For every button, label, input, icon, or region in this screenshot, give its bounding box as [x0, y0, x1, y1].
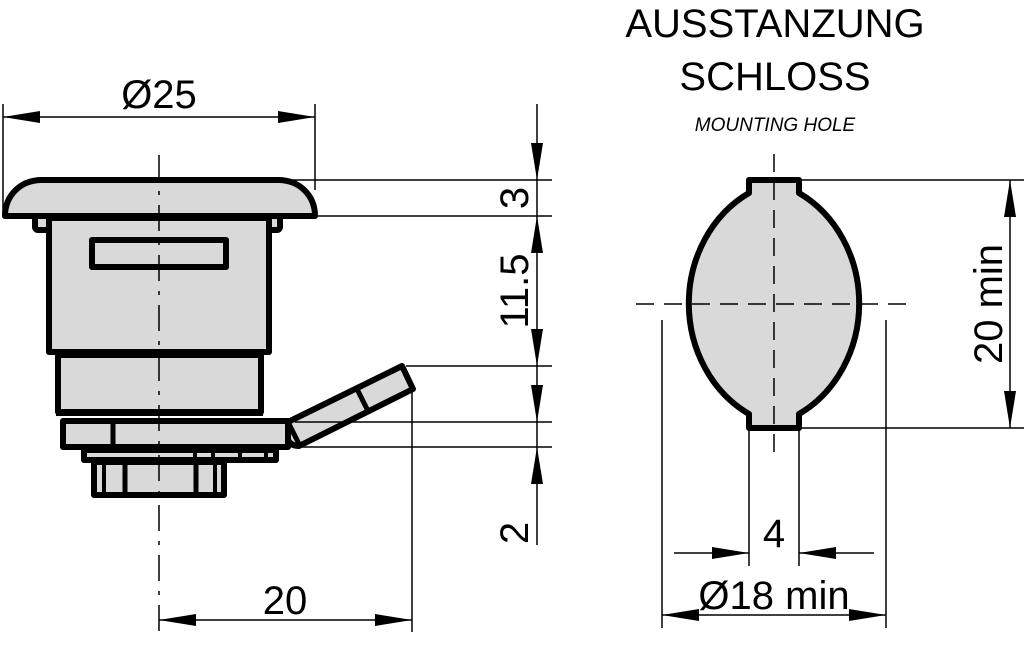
body-height-label: 11.5: [493, 254, 537, 329]
hole-height-label: 20 min: [967, 244, 1011, 364]
lock-cylinder: [55, 352, 264, 415]
dim-hole-height: 20 min: [800, 179, 1024, 429]
head-height-label: 3: [493, 187, 537, 209]
title-line1: AUSSTANZUNG: [625, 2, 924, 46]
dim-head-diameter: Ø25: [2, 73, 316, 215]
head-diameter-label: Ø25: [121, 73, 197, 117]
dim-cam-reach: 20: [159, 390, 413, 632]
lock-head: [2, 177, 318, 219]
title-subtitle: MOUNTING HOLE: [695, 115, 856, 136]
lock-side-view: Ø25: [2, 73, 552, 632]
hole-diameter-label: Ø18 min: [698, 574, 849, 618]
panel-thickness-label: 2: [493, 522, 537, 544]
mounting-hole-view: AUSSTANZUNG SCHLOSS MOUNTING HOLE 20 min…: [625, 2, 1024, 628]
flange-plate: [60, 418, 291, 450]
dim-hole-diameter: Ø18 min: [661, 320, 887, 628]
dim-vertical-stack: 3 11.5 2: [493, 104, 543, 545]
nut-strip: [81, 447, 279, 463]
dim-key-width: 4: [674, 428, 874, 566]
key-width-label: 4: [763, 512, 785, 556]
cam-reach-label: 20: [263, 579, 308, 623]
title-line2: SCHLOSS: [679, 55, 870, 99]
cam-lever: [285, 363, 416, 449]
